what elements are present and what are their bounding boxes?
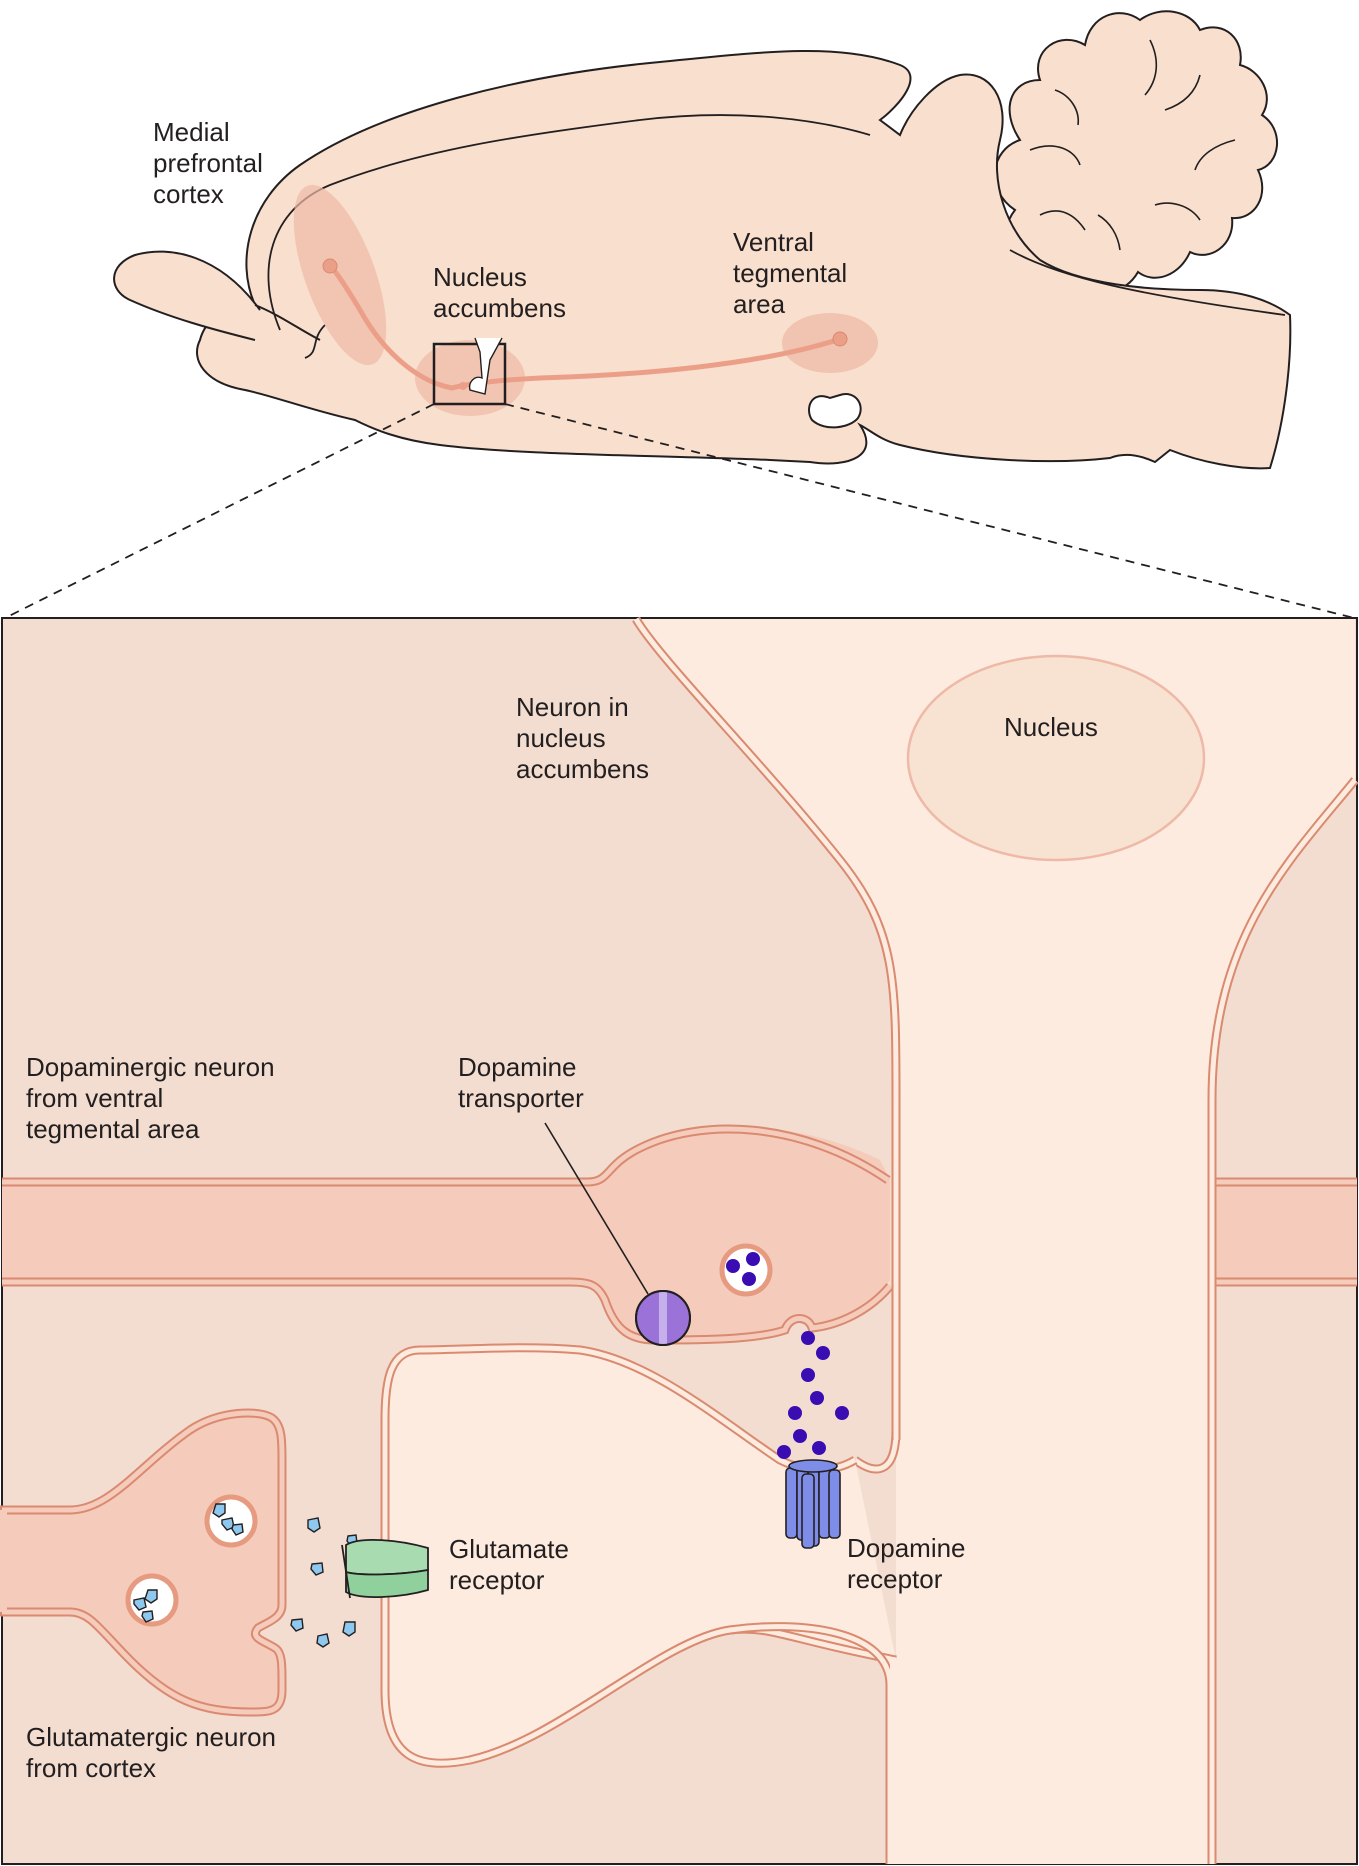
nac-region (415, 340, 525, 416)
glutamate-vesicle (204, 1494, 258, 1548)
olfactory-bulb (113, 250, 261, 341)
rhinal-line (254, 304, 321, 341)
dopamine-in-vesicle (746, 1252, 760, 1266)
dopamine-transporter (635, 1290, 691, 1346)
nucleus-label: Nucleus (1004, 712, 1098, 742)
pituitary-notch (808, 393, 862, 429)
dopamine-molecule (812, 1441, 826, 1455)
glutamate-vesicle (125, 1573, 179, 1627)
dopamine-molecule (810, 1391, 824, 1405)
nac-membrane-right-inner (1209, 778, 1357, 1864)
transporter-leader-line (544, 1122, 649, 1295)
mini-terminal (459, 382, 467, 390)
released-glutamate (290, 1517, 358, 1648)
dopamine-in-vesicle (726, 1259, 740, 1273)
cerebellum (993, 10, 1278, 297)
brainstem-line (1009, 249, 1286, 316)
vta-soma (832, 331, 848, 347)
dopaminergic-axon-right (1212, 1182, 1357, 1282)
dopamine-molecule (801, 1331, 815, 1345)
nac-membrane-inner (633, 617, 899, 1472)
dopamine-molecule (793, 1429, 807, 1443)
corpus-callosum (267, 114, 871, 331)
dopamine-molecule (801, 1368, 815, 1382)
dopamine-molecule (788, 1406, 802, 1420)
da-axon-membrane-bottom-inner (2, 1279, 892, 1343)
nac-neuron-body (636, 619, 1355, 1864)
dopamine-molecule (835, 1406, 849, 1420)
cell-nucleus (906, 654, 1206, 862)
glutamate-molecule (316, 1633, 330, 1648)
dopamine-receptor (785, 1459, 841, 1549)
nac-zoom-box (432, 342, 507, 406)
glutamate-molecule (310, 1562, 324, 1576)
released-dopamine (777, 1331, 849, 1459)
mpfc-terminal (322, 258, 338, 274)
zoom-line-right (504, 403, 1355, 619)
dopamine-molecule (777, 1445, 791, 1459)
zoom-line-left (4, 403, 435, 619)
ventral-curve (304, 324, 326, 359)
dopamine-molecule (816, 1346, 830, 1360)
da-axon-membrane-top-inner (2, 1126, 890, 1185)
mini-neuron (468, 337, 503, 395)
dopamine-in-vesicle (742, 1272, 756, 1286)
glu-terminal-membrane-inner (2, 1410, 285, 1715)
dopaminergic-axon (2, 1127, 890, 1340)
glutamate-molecule (342, 1621, 356, 1637)
glutamate-molecule (307, 1517, 321, 1533)
glutamate-molecule (290, 1618, 304, 1632)
glutamate-receptor (341, 1538, 429, 1599)
cerebellar-folia (1029, 39, 1236, 251)
lower-lobe-membrane-inner (469, 1624, 893, 1864)
